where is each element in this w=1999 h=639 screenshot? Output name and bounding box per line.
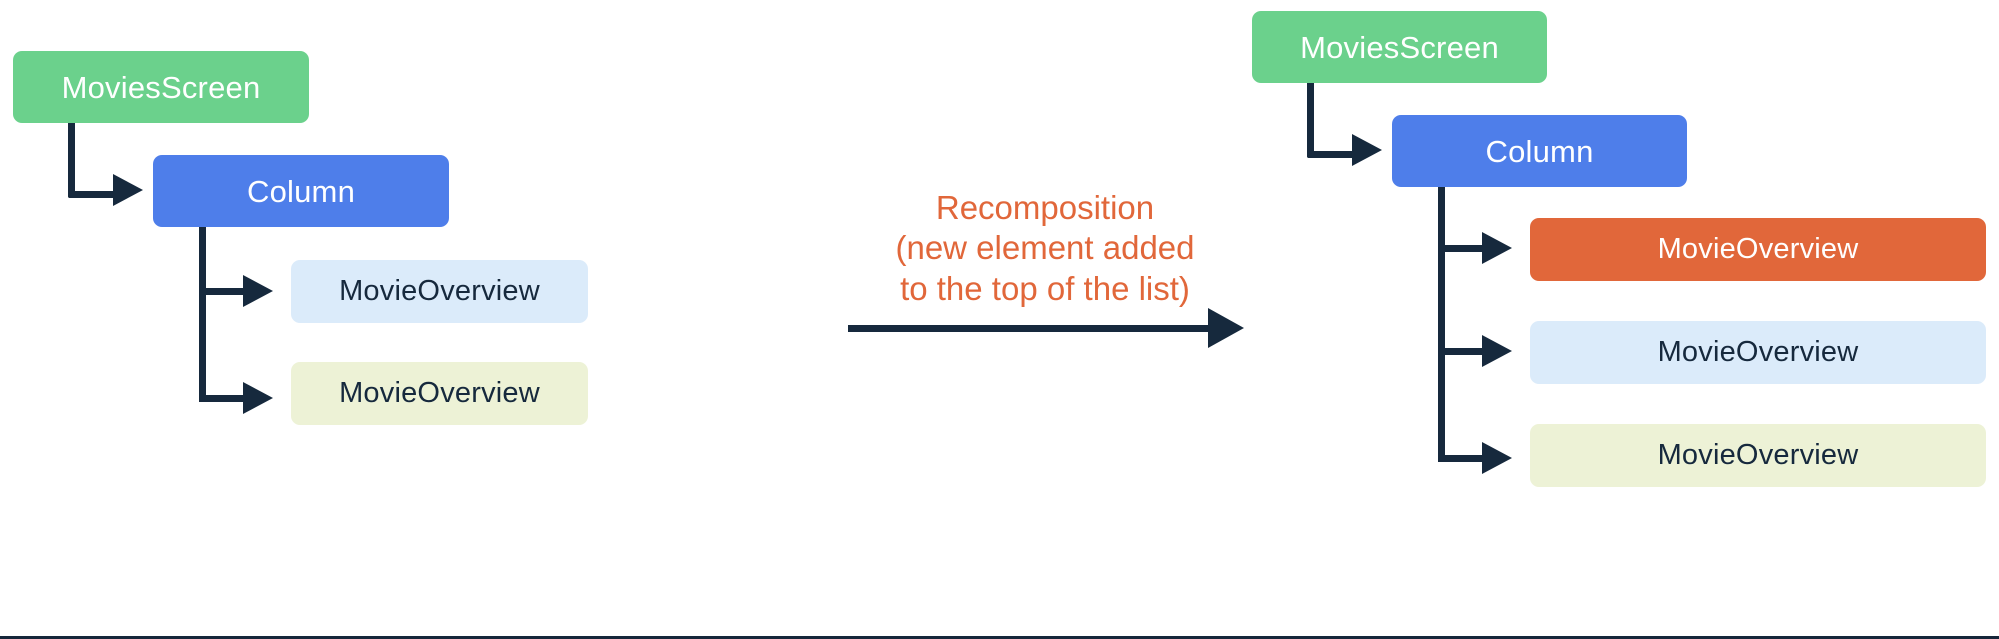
after-node-movie-overview-2-label: MovieOverview bbox=[1657, 439, 1859, 471]
before-node-movies-screen[interactable]: MoviesScreen bbox=[13, 51, 309, 123]
after-arrowhead-overview-2 bbox=[1482, 442, 1512, 474]
after-connector-branch-3 bbox=[1438, 455, 1488, 462]
before-arrowhead-column bbox=[113, 174, 143, 206]
before-node-movie-overview-1[interactable]: MovieOverview bbox=[291, 260, 588, 323]
after-connector-branch-2 bbox=[1438, 348, 1488, 355]
after-connector-spine bbox=[1438, 187, 1445, 462]
recomposition-caption-line-1: Recomposition bbox=[935, 189, 1155, 226]
before-connector-spine bbox=[199, 227, 206, 402]
before-node-movie-overview-1-label: MovieOverview bbox=[339, 275, 540, 307]
after-node-movie-overview-new[interactable]: MovieOverview bbox=[1530, 218, 1986, 281]
after-node-movie-overview-1[interactable]: MovieOverview bbox=[1530, 321, 1986, 384]
before-node-movies-screen-label: MoviesScreen bbox=[61, 69, 261, 105]
recomposition-caption: Recomposition (new element added to the … bbox=[845, 188, 1245, 309]
after-node-column-label: Column bbox=[1485, 133, 1594, 169]
after-node-movie-overview-new-label: MovieOverview bbox=[1657, 233, 1859, 265]
before-node-movie-overview-2[interactable]: MovieOverview bbox=[291, 362, 588, 425]
after-node-column[interactable]: Column bbox=[1392, 115, 1687, 187]
transition-arrow-shaft bbox=[848, 325, 1212, 332]
after-connector-screen-to-column bbox=[1307, 83, 1366, 158]
after-node-movies-screen[interactable]: MoviesScreen bbox=[1252, 11, 1547, 83]
recomposition-caption-line-2: (new element added bbox=[895, 229, 1195, 267]
after-arrowhead-overview-new bbox=[1482, 232, 1512, 264]
after-node-movies-screen-label: MoviesScreen bbox=[1300, 29, 1499, 65]
before-arrowhead-overview-2 bbox=[243, 382, 273, 414]
after-arrowhead-overview-1 bbox=[1482, 335, 1512, 367]
before-arrowhead-overview-1 bbox=[243, 275, 273, 307]
before-connector-screen-to-column bbox=[68, 123, 127, 198]
before-node-column[interactable]: Column bbox=[153, 155, 449, 227]
before-connector-branch-1 bbox=[199, 288, 249, 295]
after-node-movie-overview-1-label: MovieOverview bbox=[1657, 336, 1859, 368]
before-connector-branch-2 bbox=[199, 395, 249, 402]
after-connector-branch-1 bbox=[1438, 245, 1488, 252]
after-arrowhead-column bbox=[1352, 134, 1382, 166]
bottom-rule bbox=[0, 636, 1999, 639]
before-node-column-label: Column bbox=[246, 173, 356, 209]
after-node-movie-overview-2[interactable]: MovieOverview bbox=[1530, 424, 1986, 487]
transition-arrowhead bbox=[1208, 308, 1244, 348]
before-node-movie-overview-2-label: MovieOverview bbox=[339, 377, 540, 409]
recomposition-caption-line-3: to the top of the list) bbox=[900, 269, 1190, 307]
